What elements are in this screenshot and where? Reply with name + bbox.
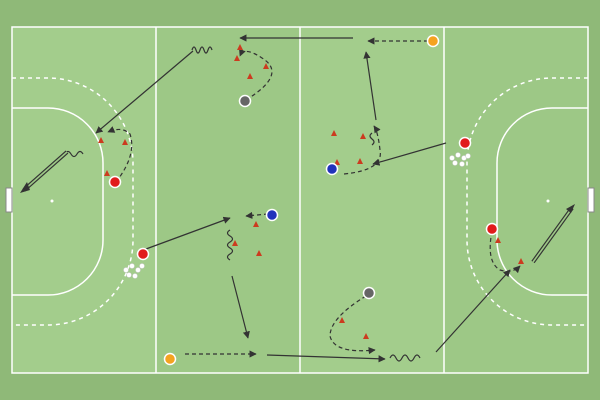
dribble-line [369,132,375,146]
cone [234,55,240,61]
goal-right [587,187,595,213]
cone [334,159,340,165]
cone [331,130,337,136]
cone [247,73,253,79]
player-orange [163,352,177,366]
cone [339,317,345,323]
dribble-line [389,354,421,362]
run-line [239,48,273,101]
shooting-circle-right [496,107,588,296]
cone [232,240,238,246]
players-layer [108,34,499,366]
cone [518,258,524,264]
penalty-spot-left [50,199,54,203]
pitch-stripes [12,27,444,373]
player-blue [325,162,339,176]
dribble-line [226,229,234,261]
player-red [458,136,472,150]
cone [256,250,262,256]
goal-left [5,187,13,213]
pass-line [363,51,377,121]
cone [237,44,243,50]
run-line [489,230,521,274]
shot-arrowhead [20,182,30,193]
pass-line [95,50,194,134]
player-blue [265,208,279,222]
player-red [485,222,499,236]
run-line [107,126,133,183]
cones [98,44,524,339]
shooting-circle-left [12,107,104,296]
cone [360,133,366,139]
run-line [245,211,269,219]
pass-line [435,269,511,353]
player-grey [362,286,376,300]
cone [363,333,369,339]
dashed-circle-right [466,77,588,326]
shot-arrowhead [566,204,575,213]
ball-group-left [123,263,145,279]
player-red [136,247,150,261]
dribble-line [191,46,213,54]
pass-line [145,216,231,250]
cone [98,137,104,143]
cone [122,139,128,145]
player-red [108,175,122,189]
penalty-spot-right [546,199,550,203]
dribble-line [64,150,84,158]
ball-group-right [449,152,471,167]
cone [263,63,269,69]
shot-line-inner [532,207,573,263]
shot-line-inner [23,151,68,191]
cone [104,170,110,176]
cone [357,158,363,164]
player-orange [426,34,440,48]
pass-line [231,275,250,339]
movement-paths [22,34,574,363]
run-line [329,295,376,355]
player-grey [238,94,252,108]
pass-line [266,354,386,363]
pass-line [372,142,447,166]
dashed-circle-left [12,77,134,326]
cone [253,221,259,227]
cone [495,237,501,243]
